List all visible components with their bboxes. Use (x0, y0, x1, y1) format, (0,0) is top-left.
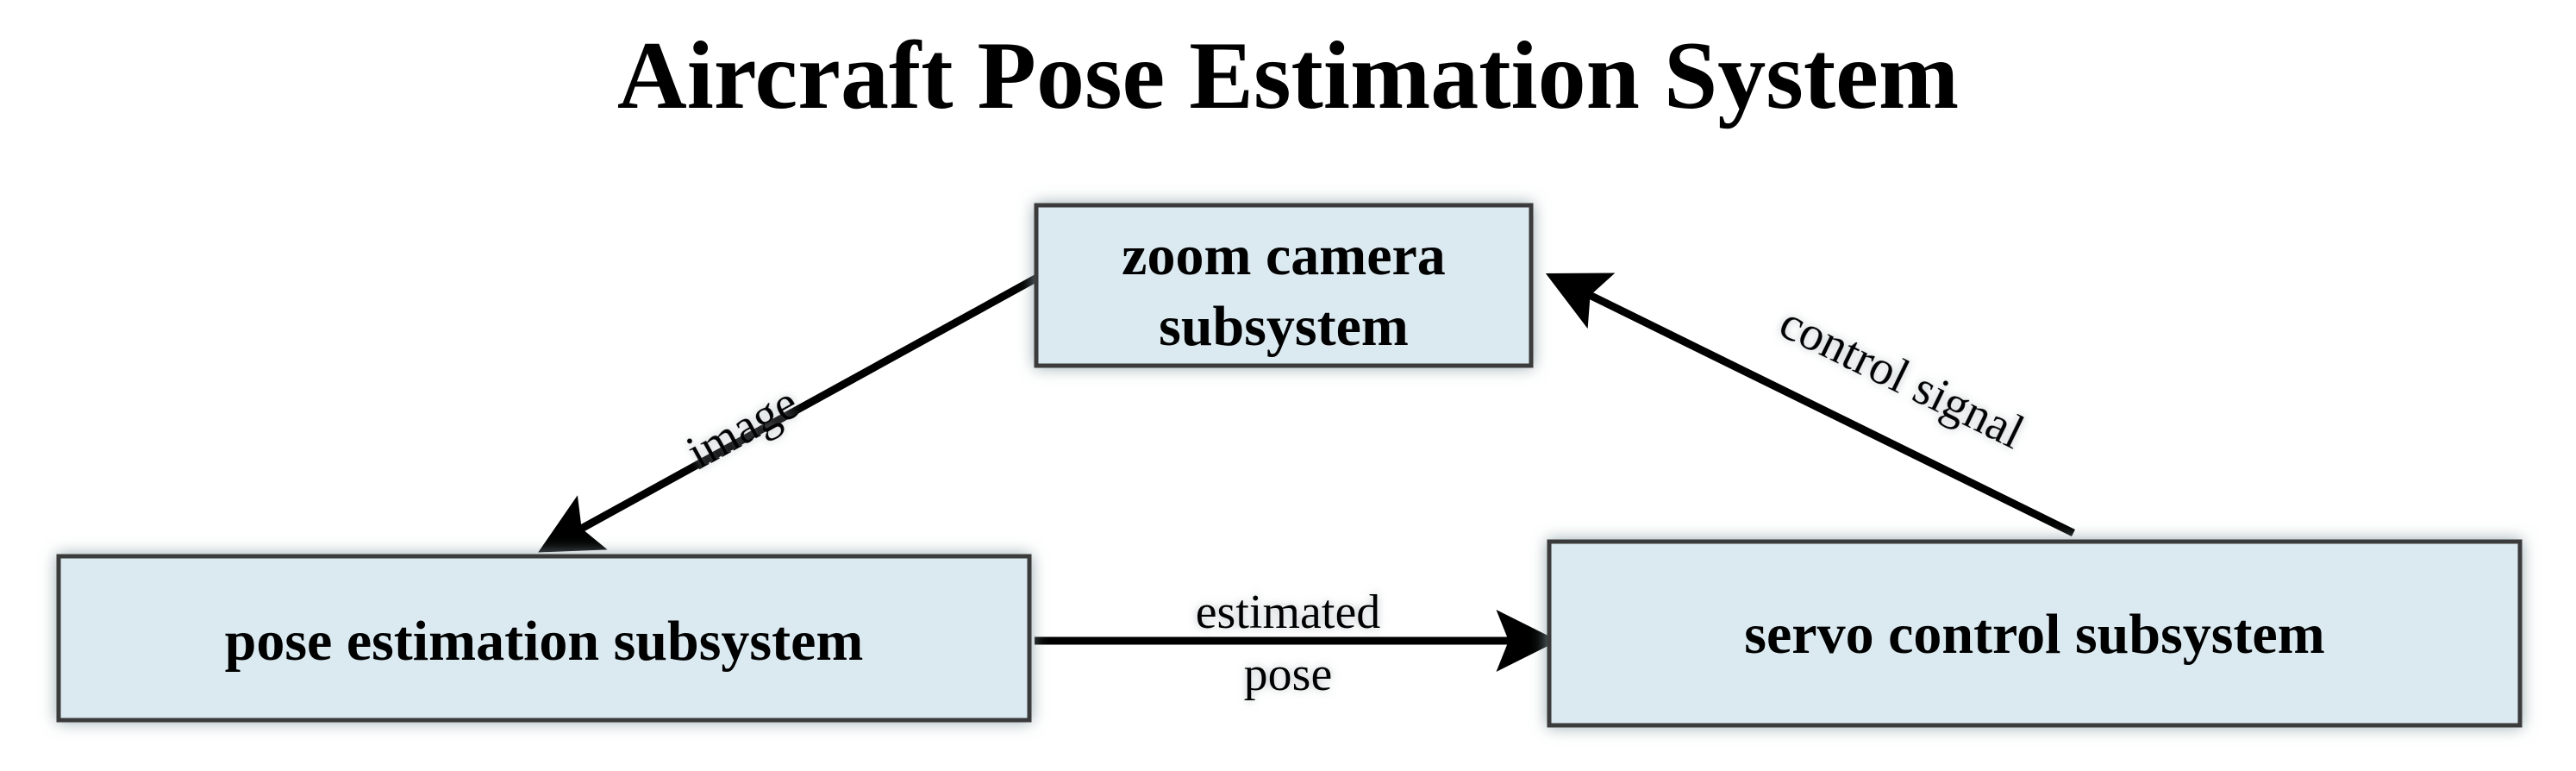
control-signal-arrow (1545, 273, 2075, 537)
zoom-camera-label-line2: subsystem (1159, 295, 1409, 358)
servo-control-box (1547, 539, 2523, 728)
estimated-pose-label-line2: pose (1244, 648, 1333, 701)
zoom-camera-label-line1: zoom camera (1122, 224, 1446, 287)
edge-control-signal: control signal (1545, 273, 2075, 537)
node-pose-estimation: pose estimation subsystem (56, 554, 1032, 723)
pose-estimation-box (56, 554, 1032, 723)
estimated-pose-label-line1: estimated (1196, 586, 1381, 639)
diagram-title: Aircraft Pose Estimation System (617, 22, 1959, 129)
control-signal-label: control signal (1772, 296, 2033, 460)
node-servo-control: servo control subsystem (1547, 539, 2523, 728)
image-arrow (538, 274, 1040, 553)
servo-control-label: servo control subsystem (1744, 603, 2324, 666)
edge-image: image (538, 274, 1040, 553)
edge-estimated-pose: estimated pose (1035, 586, 1559, 701)
pose-estimation-label: pose estimation subsystem (225, 610, 864, 673)
zoom-camera-box (1034, 203, 1534, 368)
node-zoom-camera: zoom camera subsystem (1034, 203, 1534, 368)
image-edge-label: image (678, 376, 807, 480)
